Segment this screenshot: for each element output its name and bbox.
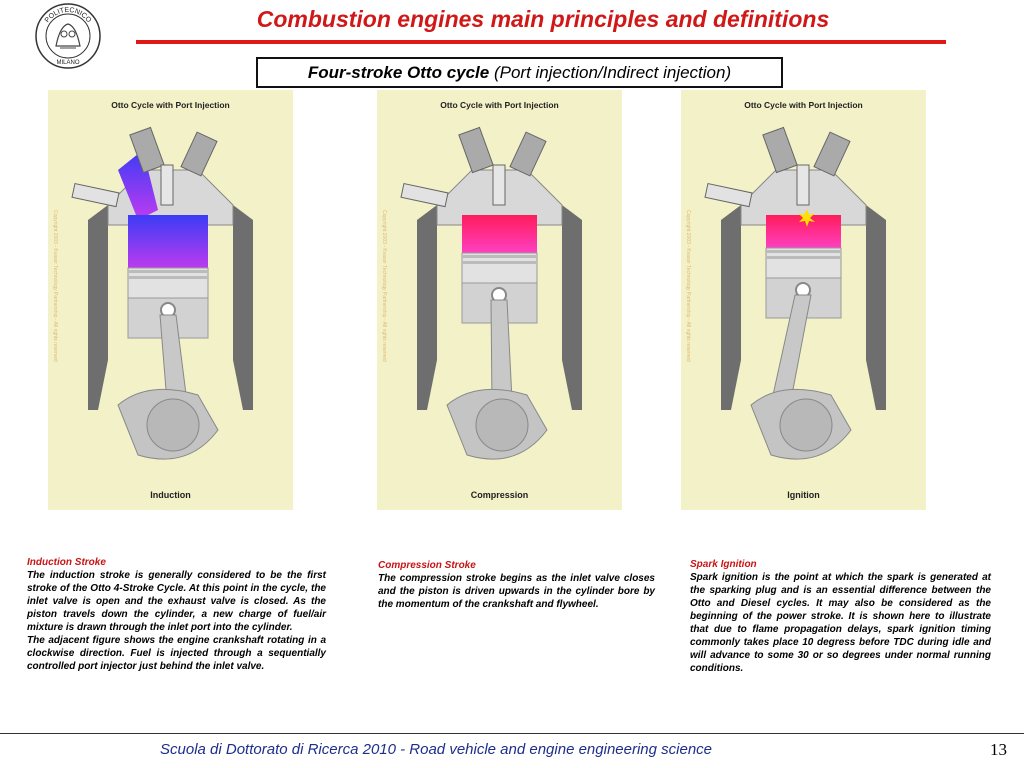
description-heading: Induction Stroke — [27, 557, 106, 568]
panel-induction: Otto Cycle with Port Injection Copyright… — [48, 90, 293, 510]
university-logo: POLITECNICO MILANO — [34, 2, 102, 70]
engine-diagram-ignition — [704, 126, 886, 460]
description-body-2: The adjacent figure shows the engine cra… — [27, 635, 326, 672]
panel-caption: Ignition — [787, 490, 820, 500]
panel-compression: Otto Cycle with Port Injection Copyright… — [377, 90, 622, 510]
description-body: The induction stroke is generally consid… — [27, 570, 326, 633]
logo-city: MILANO — [56, 60, 79, 66]
subtitle-box: Four-stroke Otto cycle (Port injection/I… — [256, 57, 783, 88]
description-body: The compression stroke begins as the inl… — [378, 573, 655, 610]
panel-watermark: Copyright 2003 - Kvaser Technology Partn… — [685, 210, 691, 362]
description-ignition: Spark Ignition Spark ignition is the poi… — [690, 558, 991, 675]
panel-ignition: Otto Cycle with Port Injection Copyright… — [681, 90, 926, 510]
slide-title: Combustion engines main principles and d… — [256, 6, 830, 32]
description-induction: Induction Stroke The induction stroke is… — [27, 556, 326, 673]
description-compression: Compression Stroke The compression strok… — [378, 559, 655, 611]
footer-text: Scuola di Dottorato di Ricerca 2010 - Ro… — [160, 741, 713, 758]
footer-divider — [0, 733, 1024, 734]
panel-header: Otto Cycle with Port Injection — [744, 100, 863, 110]
panel-header: Otto Cycle with Port Injection — [111, 100, 230, 110]
panel-header: Otto Cycle with Port Injection — [440, 100, 559, 110]
spark-icon — [798, 209, 815, 227]
engine-diagram-compression — [400, 126, 582, 460]
subtitle-bold: Four-stroke Otto cycle — [307, 63, 490, 82]
engine-diagram-induction — [71, 126, 253, 460]
description-heading: Compression Stroke — [378, 560, 476, 571]
panel-watermark: Copyright 2003 - Kvaser Technology Partn… — [381, 210, 387, 362]
description-body: Spark ignition is the point at which the… — [690, 572, 991, 674]
panel-watermark: Copyright 2003 - Kvaser Technology Partn… — [52, 210, 58, 362]
page-number: 13 — [990, 740, 1007, 759]
title-underline — [136, 40, 946, 44]
subtitle-normal: (Port injection/Indirect injection) — [493, 63, 732, 82]
panel-caption: Induction — [150, 490, 191, 500]
description-heading: Spark Ignition — [690, 559, 757, 570]
panel-caption: Compression — [470, 490, 529, 500]
